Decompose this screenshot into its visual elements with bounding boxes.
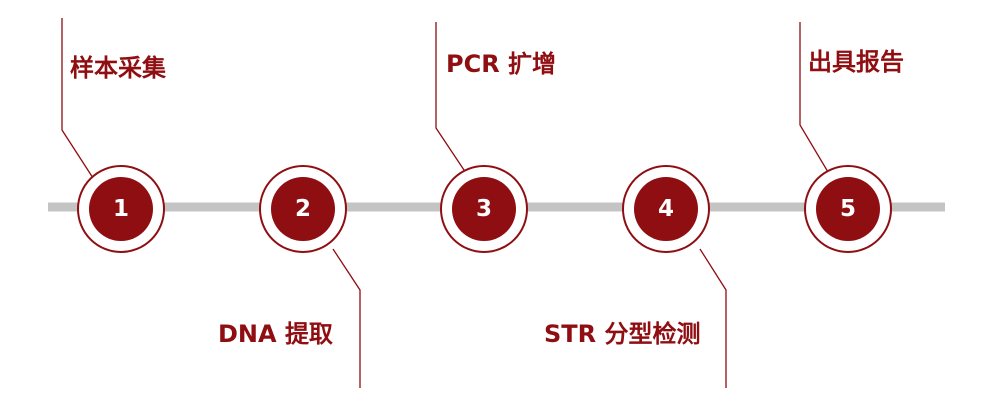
step-3-leader-line [435, 22, 469, 177]
step-2-label: DNA 提取 [218, 320, 333, 348]
step-4-leader-line [699, 248, 727, 388]
step-5-number: 5 [816, 177, 880, 241]
step-2-number: 2 [271, 177, 335, 241]
step-5-node: 5 [804, 165, 892, 253]
step-5-leader-line [799, 22, 829, 173]
step-4-node: 4 [622, 165, 710, 253]
step-1-label: 样本采集 [70, 54, 166, 82]
step-1-leader-line [61, 18, 94, 179]
step-3-node: 3 [440, 165, 528, 253]
step-3-number: 3 [452, 177, 516, 241]
step-5-label: 出具报告 [808, 48, 904, 76]
step-4-number: 4 [634, 177, 698, 241]
step-4-label: STR 分型检测 [544, 320, 701, 348]
step-3-label: PCR 扩增 [446, 50, 557, 78]
step-1-number: 1 [89, 177, 153, 241]
step-2-leader-line [332, 248, 361, 388]
step-2-node: 2 [259, 165, 347, 253]
step-1-node: 1 [77, 165, 165, 253]
